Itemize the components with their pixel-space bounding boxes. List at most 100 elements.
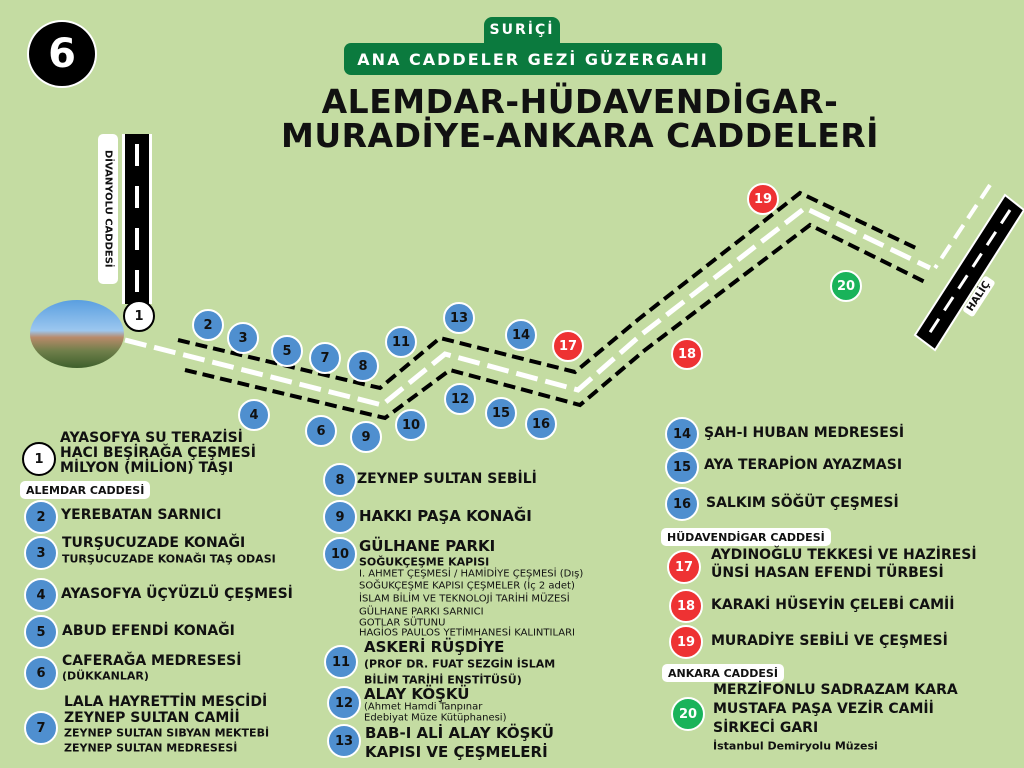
legend-number-badge: 10 bbox=[323, 537, 357, 571]
legend-number-badge: 17 bbox=[667, 550, 701, 584]
legend-item-text: YEREBATAN SARNICI bbox=[61, 507, 222, 523]
map-marker-1[interactable]: 1 bbox=[123, 300, 155, 332]
legend-number-badge: 2 bbox=[24, 500, 58, 534]
legend-number-badge: 5 bbox=[24, 615, 58, 649]
legend-item-text: CAFERAĞA MEDRESESİ bbox=[62, 653, 242, 669]
halic-side-line bbox=[933, 183, 992, 270]
legend-item-text: TURŞUCUZADE KONAĞI TAŞ ODASI bbox=[62, 552, 276, 566]
route-centerline bbox=[124, 205, 932, 408]
map-marker-17[interactable]: 17 bbox=[552, 330, 584, 362]
map-marker-16[interactable]: 16 bbox=[525, 408, 557, 440]
legend-item-text: HACI BEŞİRAĞA ÇEŞMESİ bbox=[60, 445, 256, 461]
map-marker-12[interactable]: 12 bbox=[444, 383, 476, 415]
legend-item-text: ÜNSİ HASAN EFENDİ TÜRBESİ bbox=[711, 565, 944, 581]
legend-number-badge: 16 bbox=[665, 487, 699, 521]
legend-item-text: TURŞUCUZADE KONAĞI bbox=[62, 535, 246, 551]
legend-item-text: ALAY KÖŞKÜ bbox=[364, 685, 470, 703]
map-marker-9[interactable]: 9 bbox=[350, 421, 382, 453]
map-marker-11[interactable]: 11 bbox=[385, 326, 417, 358]
legend-item-text: KARAKİ HÜSEYİN ÇELEBİ CAMİİ bbox=[711, 597, 955, 613]
divanyolu-road bbox=[122, 134, 152, 304]
legend-item-text: ABUD EFENDİ KONAĞI bbox=[62, 623, 235, 639]
legend-number-badge: 14 bbox=[665, 417, 699, 451]
legend-number-badge: 3 bbox=[24, 536, 58, 570]
legend-number-badge: 13 bbox=[327, 724, 361, 758]
legend-number-badge: 8 bbox=[323, 463, 357, 497]
hagia-sophia-photo bbox=[30, 300, 124, 368]
route-lower-edge bbox=[184, 222, 926, 421]
legend-number-badge: 7 bbox=[24, 711, 58, 745]
legend-item-text: MURADİYE SEBİLİ VE ÇEŞMESİ bbox=[711, 633, 948, 649]
legend-number-badge: 6 bbox=[24, 656, 58, 690]
map-marker-7[interactable]: 7 bbox=[309, 342, 341, 374]
legend-number-badge: 18 bbox=[669, 589, 703, 623]
legend-number-badge: 9 bbox=[323, 500, 357, 534]
route-number-badge: 6 bbox=[27, 20, 97, 88]
divanyolu-road-label: DİVANYOLU CADDESİ bbox=[98, 134, 118, 284]
legend-item-text: (Ahmet Hamdi Tanpınar bbox=[364, 701, 483, 713]
legend-number-badge: 15 bbox=[665, 450, 699, 484]
map-marker-8[interactable]: 8 bbox=[347, 350, 379, 382]
region-tag: SURİÇİ bbox=[484, 17, 560, 43]
legend-item-text: (DÜKKANLAR) bbox=[62, 669, 149, 683]
map-marker-13[interactable]: 13 bbox=[443, 302, 475, 334]
legend-item-text: BAB-I ALİ ALAY KÖŞKÜ bbox=[365, 724, 554, 742]
legend-item-text: İSLAM BİLİM VE TEKNOLOJİ TARİHİ MÜZESİ bbox=[359, 593, 570, 605]
map-marker-19[interactable]: 19 bbox=[747, 183, 779, 215]
legend-item-text: ZEYNEP SULTAN SIBYAN MEKTEBİ bbox=[64, 726, 270, 740]
legend-number-badge: 20 bbox=[671, 697, 705, 731]
map-marker-2[interactable]: 2 bbox=[192, 309, 224, 341]
legend-item-text: GÜLHANE PARKI bbox=[359, 537, 496, 555]
legend-item-text: I. AHMET ÇEŞMESİ / HAMİDİYE ÇEŞMESİ (Dış… bbox=[359, 568, 584, 580]
legend-item-text: MUSTAFA PAŞA VEZİR CAMİİ bbox=[713, 701, 934, 717]
route-type-tag: ANA CADDELER GEZİ GÜZERGAHI bbox=[344, 43, 722, 75]
legend-number-badge: 4 bbox=[24, 578, 58, 612]
map-marker-5[interactable]: 5 bbox=[271, 335, 303, 367]
map-marker-15[interactable]: 15 bbox=[485, 397, 517, 429]
legend-item-text: ZEYNEP SULTAN MEDRESESİ bbox=[64, 741, 238, 755]
legend-number-badge: 11 bbox=[324, 645, 358, 679]
map-marker-4[interactable]: 4 bbox=[238, 399, 270, 431]
page-title-line1: ALEMDAR-HÜDAVENDİGAR- bbox=[321, 82, 839, 121]
legend-item-text: İstanbul Demiryolu Müzesi bbox=[713, 739, 878, 753]
legend-item-text: GÜLHANE PARKI SARNICI bbox=[359, 606, 484, 618]
legend-item-text: AYASOFYA ÜÇYÜZLÜ ÇEŞMESİ bbox=[61, 586, 293, 602]
page-title-line2: MURADİYE-ANKARA CADDELERİ bbox=[281, 116, 879, 155]
legend-item-text: SOĞUKÇEŞME KAPISI ÇEŞMELER (İç 2 adet) bbox=[359, 580, 575, 592]
legend-item-text: SALKIM SÖĞÜT ÇEŞMESİ bbox=[706, 495, 899, 511]
legend-item-text: MİLYON (MİLİON) TAŞI bbox=[60, 460, 234, 476]
map-marker-3[interactable]: 3 bbox=[227, 322, 259, 354]
section-label-hudavendigar: HÜDAVENDİGAR CADDESİ bbox=[661, 528, 831, 546]
legend-number-badge: 1 bbox=[22, 442, 56, 476]
divanyolu-label-text: DİVANYOLU CADDESİ bbox=[102, 150, 114, 268]
legend-item-text: AYDINOĞLU TEKKESİ VE HAZİRESİ bbox=[711, 547, 977, 563]
legend-item-text: SİRKECİ GARI bbox=[713, 720, 819, 736]
legend-item-text: HAKKI PAŞA KONAĞI bbox=[359, 507, 532, 525]
map-marker-6[interactable]: 6 bbox=[305, 415, 337, 447]
legend-item-text: HAGİOS PAULOS YETİMHANESİ KALINTILARI bbox=[359, 627, 576, 639]
legend-item-text: BİLİM TARİHİ ENSTİTÜSÜ) bbox=[364, 673, 522, 687]
legend-item-text: KAPISI VE ÇEŞMELERİ bbox=[365, 743, 548, 761]
legend-item-text: ASKERİ RÜŞDİYE bbox=[364, 638, 505, 656]
map-marker-10[interactable]: 10 bbox=[395, 409, 427, 441]
legend-item-text: Edebiyat Müze Kütüphanesi) bbox=[364, 712, 507, 724]
legend-item-text: LALA HAYRETTİN MESCİDİ bbox=[64, 694, 268, 710]
legend-item-text: AYASOFYA SU TERAZİSİ bbox=[60, 430, 243, 446]
legend-item-text: ŞAH-I HUBAN MEDRESESİ bbox=[704, 425, 905, 441]
section-label-ankara: ANKARA CADDESİ bbox=[662, 664, 784, 682]
section-label-alemdar: ALEMDAR CADDESİ bbox=[20, 481, 151, 499]
legend-item-text: GOTLAR SÜTUNU bbox=[359, 617, 446, 629]
legend-item-text: AYA TERAPİON AYAZMASI bbox=[704, 457, 903, 473]
legend-item-text: SOĞUKÇEŞME KAPISI bbox=[359, 555, 490, 569]
legend-item-text: MERZİFONLU SADRAZAM KARA bbox=[713, 682, 958, 698]
legend-item-text: ZEYNEP SULTAN CAMİİ bbox=[64, 710, 240, 726]
legend-number-badge: 12 bbox=[327, 686, 361, 720]
route-upper-edge bbox=[177, 190, 921, 391]
halic-road bbox=[913, 193, 1024, 352]
map-marker-20[interactable]: 20 bbox=[830, 270, 862, 302]
legend-item-text: ZEYNEP SULTAN SEBİLİ bbox=[357, 471, 537, 487]
map-marker-14[interactable]: 14 bbox=[505, 319, 537, 351]
legend-number-badge: 19 bbox=[669, 625, 703, 659]
map-marker-18[interactable]: 18 bbox=[671, 338, 703, 370]
